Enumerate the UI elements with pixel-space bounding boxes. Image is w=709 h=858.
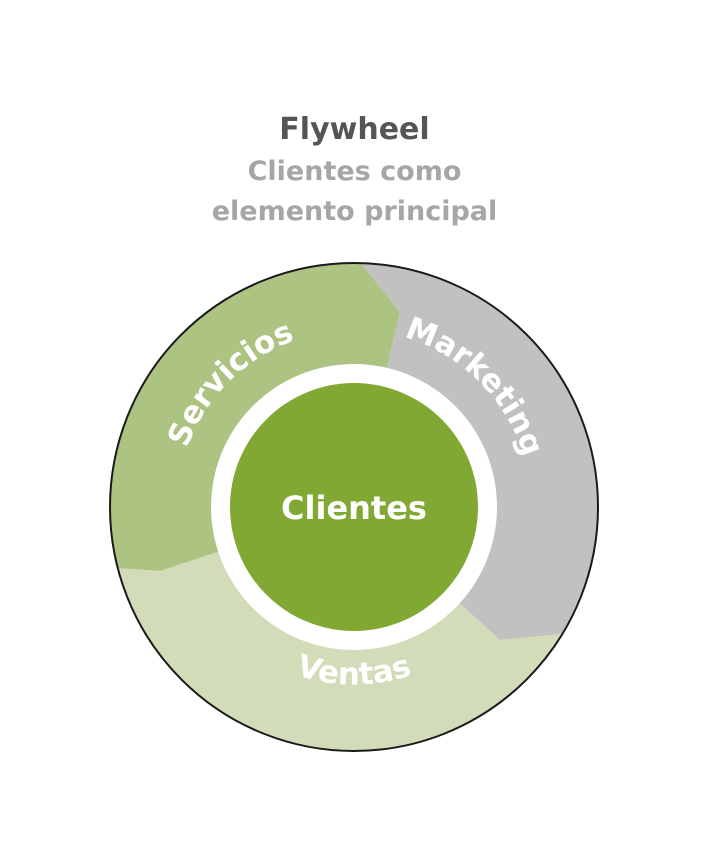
center-label: Clientes <box>281 489 427 527</box>
diagram-subtitle-line-2: elemento principal <box>211 196 498 227</box>
title-block: Flywheel Clientes como elemento principa… <box>0 108 709 232</box>
diagram-subtitle-line-1: Clientes como <box>247 156 462 187</box>
center-circle <box>230 383 478 631</box>
segment-ventas <box>110 507 598 751</box>
diagram-title: Flywheel <box>279 112 430 147</box>
outer-ring-outline <box>109 262 599 752</box>
